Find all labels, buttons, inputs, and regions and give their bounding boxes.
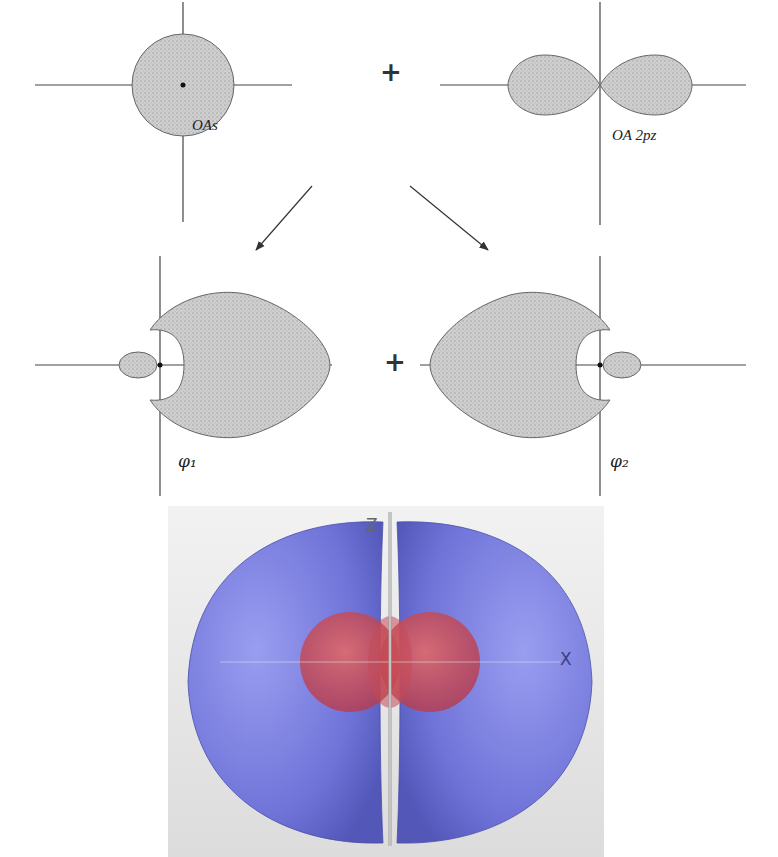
hybrid-orbital-1 bbox=[35, 256, 332, 496]
hybrid-label: φ₂ bbox=[610, 452, 629, 471]
plus-sign: + bbox=[380, 58, 402, 87]
plus-sign: + bbox=[384, 348, 406, 377]
s-orbital bbox=[35, 2, 292, 222]
orbital-label: OAs bbox=[192, 117, 218, 134]
p-orbital bbox=[440, 2, 746, 225]
orbital-label: OA 2pz bbox=[612, 127, 656, 144]
orbital-3d-render bbox=[168, 506, 604, 857]
axis-label: X bbox=[560, 650, 572, 669]
axis-label: Z bbox=[366, 516, 378, 535]
hybrid-label: φ₁ bbox=[178, 452, 197, 471]
hybrid-orbital-2 bbox=[420, 256, 746, 496]
combination-arrows bbox=[256, 186, 488, 250]
